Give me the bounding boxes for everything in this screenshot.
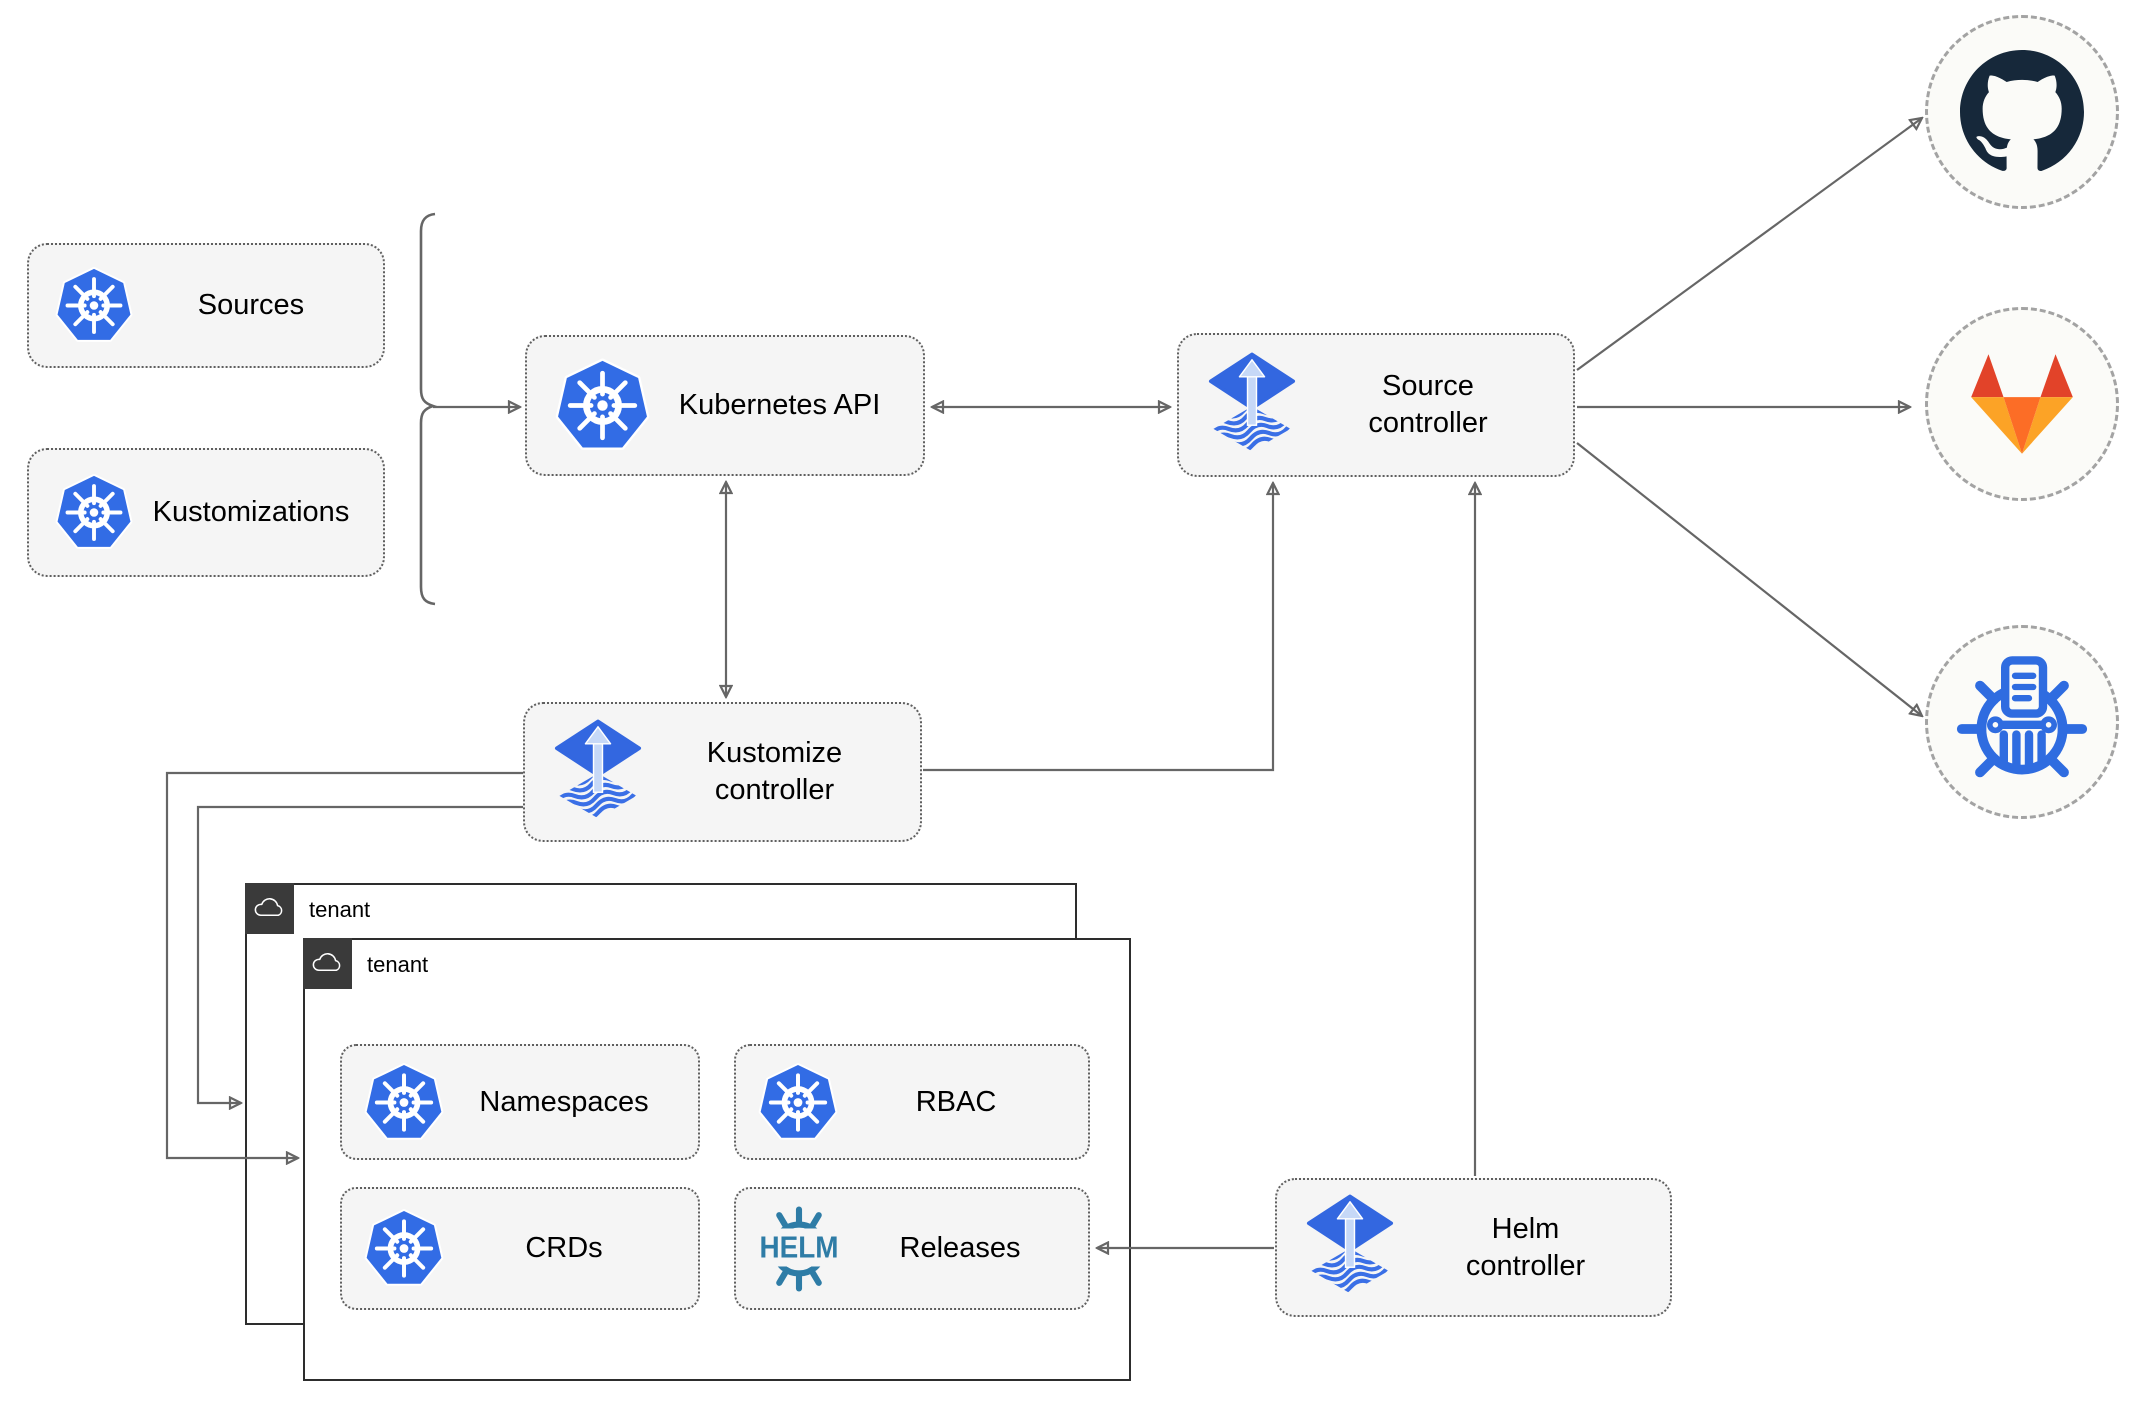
kubernetes-icon: [364, 1061, 444, 1144]
node-rbac: RBAC: [734, 1044, 1090, 1160]
connector-source-to-github: [1576, 118, 1922, 371]
cloud-icon: [310, 951, 344, 975]
node-sources-label: Sources: [197, 289, 305, 321]
node-helm-controller: Helm controller: [1275, 1178, 1672, 1317]
node-kubernetes-api: Kubernetes API: [525, 335, 925, 476]
connector-kustomize-to-source-controller: [923, 483, 1273, 772]
helm-logo-text: HELM: [757, 1227, 841, 1266]
node-crds: CRDs: [340, 1187, 700, 1310]
gitlab-endpoint: [1925, 307, 2119, 501]
node-kustomizations-label: Kustomizations: [152, 496, 350, 528]
node-kubernetes-api-label: Kubernetes API: [678, 389, 881, 421]
connector-source-to-chartmuseum: [1576, 442, 1922, 716]
node-releases: HELM Releases: [734, 1187, 1090, 1310]
node-namespaces: Namespaces: [340, 1044, 700, 1160]
kubernetes-icon: [55, 265, 133, 346]
node-kustomize-controller: Kustomize controller: [523, 702, 922, 842]
flux-icon: [1305, 1191, 1395, 1304]
node-rbac-label: RBAC: [915, 1085, 997, 1118]
node-helm-controller-label: Helm controller: [1465, 1212, 1586, 1282]
chart-repository-endpoint: [1925, 625, 2119, 819]
node-kustomize-controller-label: Kustomize controller: [706, 737, 843, 806]
node-source-controller: Source controller: [1177, 333, 1575, 477]
node-source-controller-label: Source controller: [1368, 370, 1488, 439]
node-crds-label: CRDs: [525, 1232, 603, 1264]
flux-icon: [1207, 349, 1297, 462]
brace-sources-kustomizations: [419, 212, 438, 606]
flux-icon: [553, 716, 643, 829]
cloud-icon: [252, 896, 286, 920]
outer-tenant-tab: [244, 882, 294, 934]
inner-tenant-label: tenant: [367, 952, 429, 977]
node-sources: Sources: [27, 243, 385, 368]
kubernetes-icon: [758, 1061, 838, 1144]
node-namespaces-label: Namespaces: [479, 1085, 649, 1118]
kubernetes-icon: [555, 356, 650, 455]
outer-tenant-label: tenant: [309, 897, 371, 922]
github-octocat-icon: [1960, 50, 2084, 174]
gitlab-fox-icon: [1962, 352, 2082, 456]
helm-icon: HELM: [752, 1202, 846, 1296]
inner-tenant-tab: [302, 937, 352, 989]
kubernetes-icon: [55, 472, 133, 553]
node-releases-label: Releases: [899, 1232, 1021, 1264]
chartmuseum-icon: [1952, 652, 2092, 792]
kubernetes-icon: [364, 1207, 444, 1290]
github-endpoint: [1925, 15, 2119, 209]
node-kustomizations: Kustomizations: [27, 448, 385, 577]
